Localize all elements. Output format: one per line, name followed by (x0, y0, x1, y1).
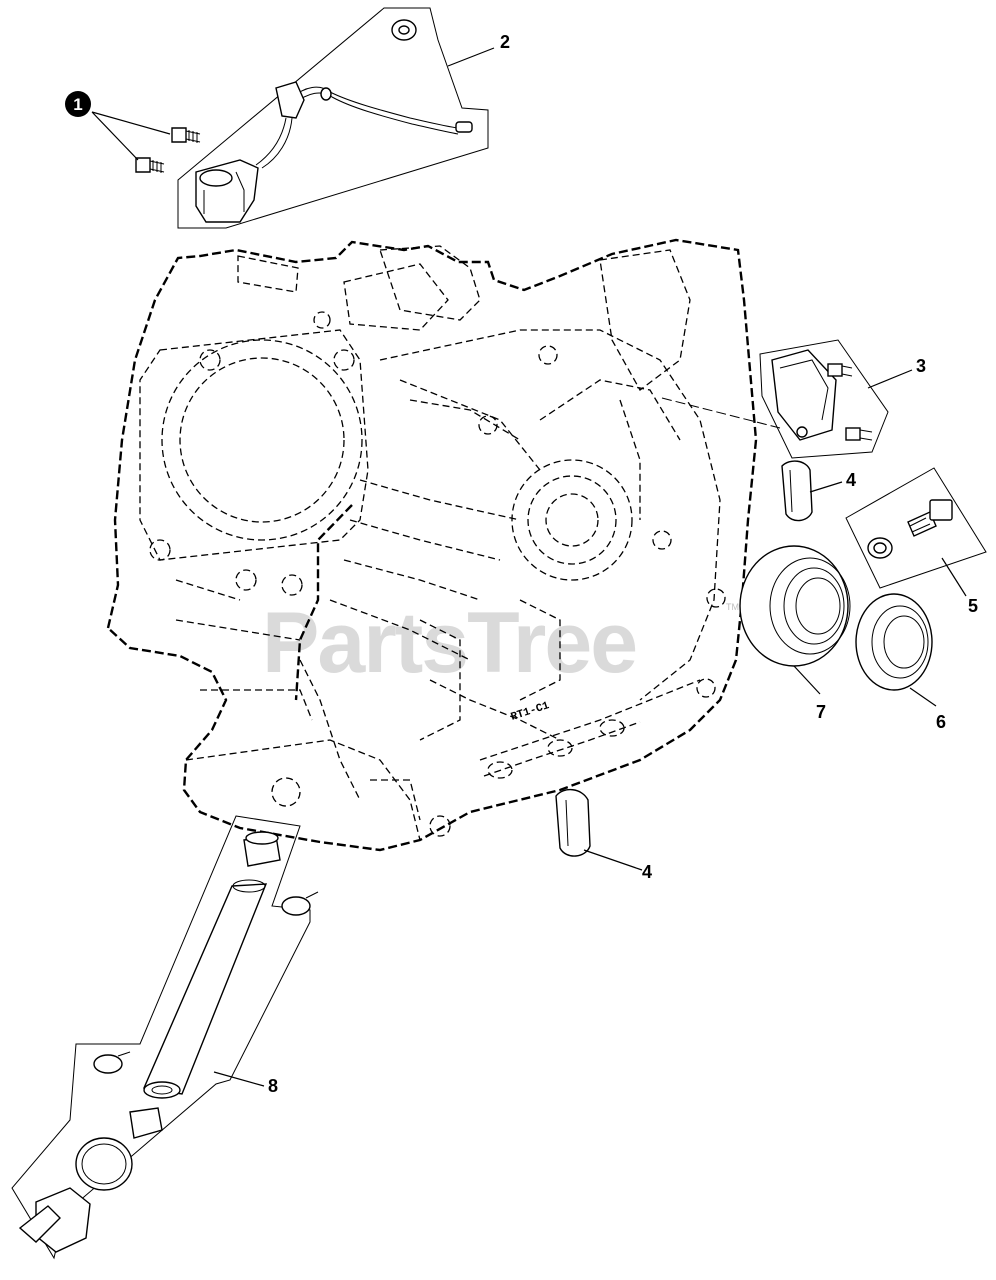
callout-4a-label: 4 (846, 470, 856, 490)
callout-7-label: 7 (816, 702, 826, 722)
callout-8: 8 (213, 1071, 278, 1096)
watermark-text: PartsTree (262, 595, 636, 691)
callout-8-label: 8 (268, 1076, 278, 1096)
callout-3-label: 3 (916, 356, 926, 376)
drain-plug-panel (845, 467, 987, 589)
screw-part (135, 157, 165, 173)
oil-seal-part (855, 593, 933, 691)
callout-2-label: 2 (500, 32, 510, 52)
callout-6-label: 6 (936, 712, 946, 732)
callout-5: 5 (941, 557, 978, 616)
callout-4a: 4 (809, 470, 856, 493)
callout-3: 3 (867, 356, 926, 389)
callout-4b-label: 4 (642, 862, 652, 882)
callout-1-label: 1 (73, 95, 82, 114)
watermark-trademark: TM (726, 602, 739, 612)
callout-4b: 4 (583, 849, 652, 882)
callout-5-label: 5 (968, 596, 978, 616)
callout-6: 6 (909, 687, 946, 732)
screw-part (171, 127, 201, 143)
bearing-part (739, 545, 851, 667)
ignition-group-panel (135, 7, 489, 229)
breather-group-panel (661, 339, 889, 459)
watermark: PartsTree TM (262, 595, 739, 691)
callout-1: 1 (65, 91, 171, 161)
crankcase: RT1-C1 (106, 238, 758, 852)
fill-tube-panel (11, 815, 319, 1260)
callout-2: 2 (447, 32, 510, 67)
plug-part (781, 460, 813, 522)
plug-part (555, 789, 591, 857)
part-marking: RT1-C1 (510, 700, 552, 724)
callout-7: 7 (793, 665, 826, 722)
